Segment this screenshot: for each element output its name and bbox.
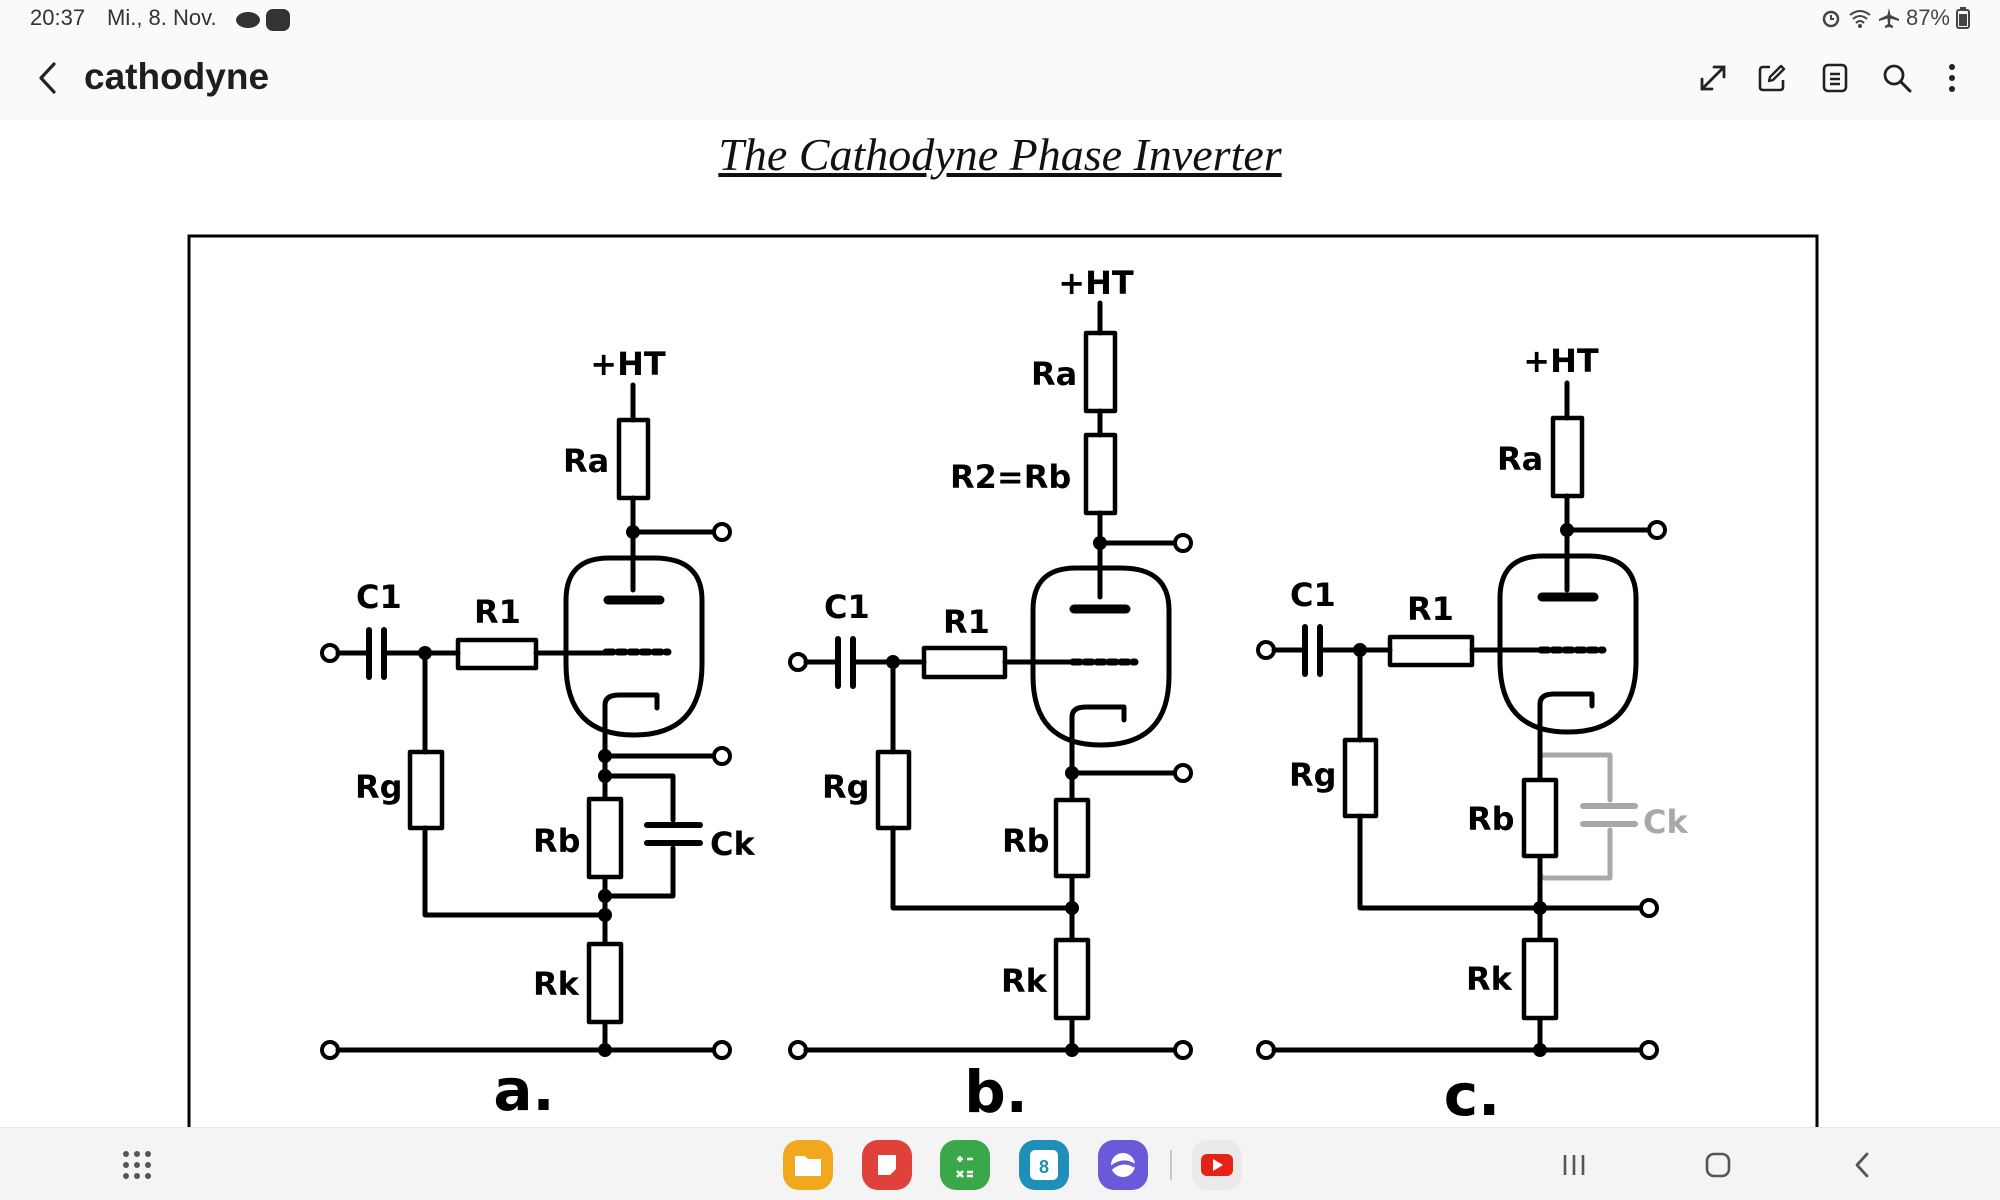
note-title: cathodyne xyxy=(84,56,270,97)
status-time: 20:37 xyxy=(30,5,86,30)
search-button[interactable] xyxy=(1874,55,1920,101)
status-date: Mi., 8. Nov. xyxy=(107,5,217,30)
label-rb-a: Rb xyxy=(533,822,581,860)
page-view-icon xyxy=(1822,63,1848,93)
label-rg-b: Rg xyxy=(822,768,870,806)
status-bar: 20:37 Mi., 8. Nov. 87% xyxy=(0,0,2000,38)
diagram-frame xyxy=(187,234,1819,1127)
label-c1-a: C1 xyxy=(356,578,402,616)
cathodyne-circuit-diagram: +HT +HT +HT Ra Ra Ra R2=Rb C1 C1 C1 R1 R… xyxy=(187,234,1819,1127)
label-rg-a: Rg xyxy=(355,768,403,806)
home-icon xyxy=(1705,1152,1731,1178)
label-ra-c: Ra xyxy=(1497,440,1543,478)
airplane-mode-icon xyxy=(1878,8,1899,28)
recent-apps-icon xyxy=(1563,1155,1585,1175)
folder-app-icon[interactable] xyxy=(783,1140,833,1190)
label-panel-c: c. xyxy=(1444,1061,1500,1127)
label-ra-b: Ra xyxy=(1031,355,1077,393)
label-r2rb-b: R2=Rb xyxy=(950,458,1071,496)
battery-percent: 87% xyxy=(1905,5,1950,30)
back-nav-button[interactable] xyxy=(1835,1138,1889,1192)
label-ht-a: +HT xyxy=(590,345,666,383)
alarm-icon xyxy=(1822,10,1840,28)
search-icon xyxy=(1883,64,1912,93)
edit-icon xyxy=(1758,64,1786,92)
label-ht-b: +HT xyxy=(1058,264,1134,302)
note-canvas[interactable]: The Cathodyne Phase Inverter xyxy=(10,120,1990,1127)
navigation-bar: 8 xyxy=(0,1127,2000,1200)
document-title: The Cathodyne Phase Inverter xyxy=(718,129,1282,180)
app-drawer-icon xyxy=(123,1151,151,1179)
status-indicators: 87% xyxy=(1820,5,1970,31)
label-r1-a: R1 xyxy=(474,593,521,631)
back-button[interactable] xyxy=(26,56,70,100)
label-rb-b: Rb xyxy=(1002,822,1050,860)
label-panel-b: b. xyxy=(964,1058,1028,1126)
circuit-panel-b xyxy=(788,300,1193,1060)
label-rb-c: Rb xyxy=(1467,800,1515,838)
label-r1-b: R1 xyxy=(943,603,990,641)
circuit-panel-c xyxy=(1256,380,1667,1060)
youtube-app-icon[interactable] xyxy=(1192,1140,1242,1190)
page-view-button[interactable] xyxy=(1812,55,1858,101)
battery-icon xyxy=(1956,7,1970,29)
label-c1-c: C1 xyxy=(1290,576,1336,614)
label-rk-c: Rk xyxy=(1466,960,1513,998)
label-panel-a: a. xyxy=(493,1056,554,1124)
edit-button[interactable] xyxy=(1749,55,1795,101)
label-ck-a: Ck xyxy=(710,825,755,863)
label-rk-b: Rk xyxy=(1001,962,1048,1000)
label-rg-c: Rg xyxy=(1289,756,1337,794)
app-toolbar: cathodyne xyxy=(0,38,2000,120)
recent-apps-button[interactable] xyxy=(1547,1138,1601,1192)
app-drawer-button[interactable] xyxy=(110,1138,164,1192)
back-arrow-icon xyxy=(39,62,56,94)
notification-icons xyxy=(236,9,290,31)
browser-app-icon[interactable] xyxy=(1098,1140,1148,1190)
circuit-panel-a xyxy=(320,382,732,1060)
expand-button[interactable] xyxy=(1690,55,1736,101)
label-rk-a: Rk xyxy=(533,965,580,1003)
more-options-button[interactable] xyxy=(1929,55,1975,101)
notes-app-icon[interactable] xyxy=(862,1140,912,1190)
label-ra-a: Ra xyxy=(563,442,609,480)
expand-icon xyxy=(1700,65,1726,91)
label-r1-c: R1 xyxy=(1407,590,1454,628)
label-ck-c: Ck xyxy=(1643,803,1688,841)
home-button[interactable] xyxy=(1691,1138,1745,1192)
calculator-app-icon[interactable] xyxy=(940,1140,990,1190)
calendar-app-icon[interactable]: 8 xyxy=(1019,1140,1069,1190)
label-c1-b: C1 xyxy=(824,588,870,626)
dock-separator xyxy=(1170,1150,1172,1180)
calendar-day: 8 xyxy=(1030,1150,1058,1180)
more-options-icon xyxy=(1949,64,1955,92)
wifi-icon xyxy=(1849,10,1871,28)
label-ht-c: +HT xyxy=(1523,342,1599,380)
back-nav-icon xyxy=(1855,1152,1869,1178)
